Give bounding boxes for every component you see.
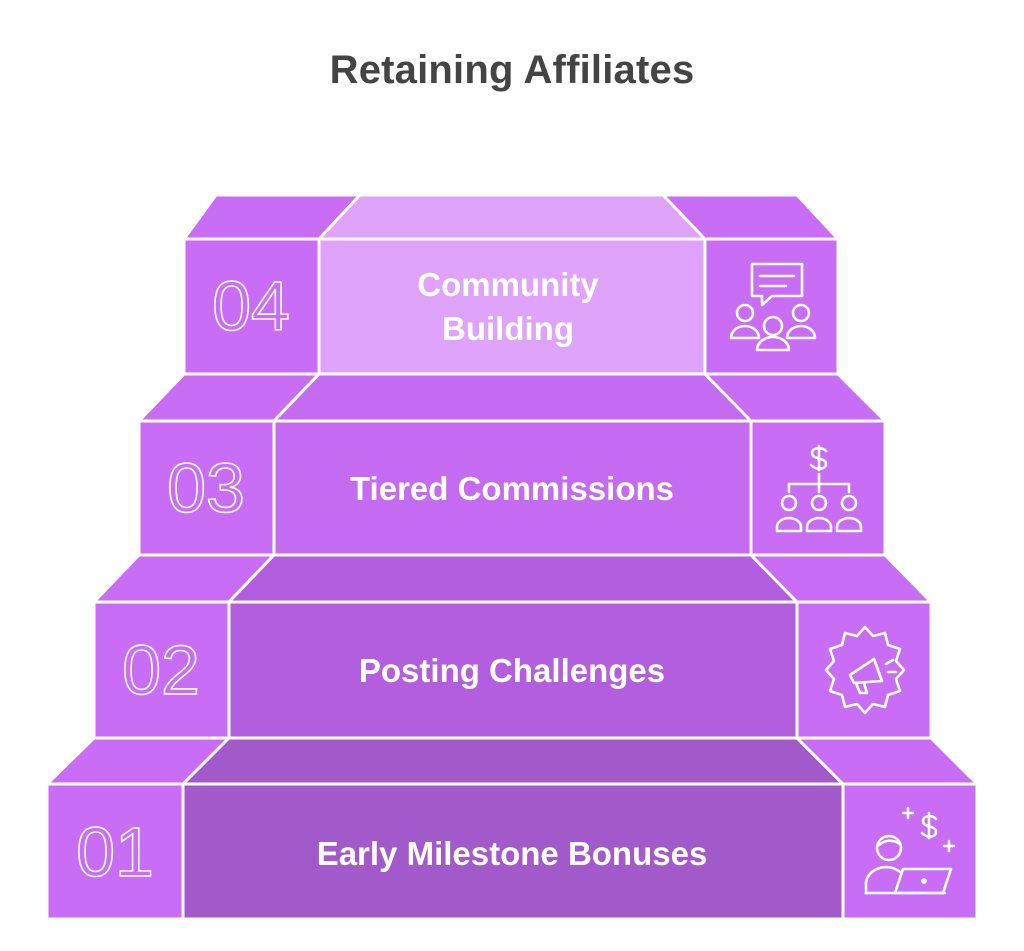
step-01-right-block [841, 782, 979, 921]
step-03-label: Tiered Commissions [350, 470, 674, 507]
step-02-number: 02 [122, 631, 200, 709]
step-01-left-block [45, 782, 185, 921]
step-02 [92, 553, 933, 740]
step-04-center-block [317, 237, 707, 376]
step-03 [137, 372, 887, 557]
commission-hierarchy-icon [775, 444, 863, 533]
step-04-label-line-2: Building [442, 310, 574, 347]
step-01-center-block [181, 782, 845, 921]
step-02-left-block [92, 600, 231, 740]
step-01-label: Early Milestone Bonuses [317, 835, 708, 872]
step-04-number: 04 [212, 267, 290, 345]
step-02-center-block [227, 600, 799, 740]
step-04-right-block [703, 237, 840, 376]
affiliate-laptop-icon [864, 806, 956, 895]
step-02-right-block [795, 600, 933, 740]
step-03-number: 03 [167, 449, 245, 527]
megaphone-gear-icon [824, 625, 906, 715]
step-04-top-center [317, 193, 707, 241]
community-chat-icon [729, 262, 817, 352]
step-04-left-block [182, 237, 321, 376]
step-01-number: 01 [76, 813, 154, 891]
page-title: Retaining Affiliates [329, 48, 695, 92]
step-03-top-center [272, 372, 753, 423]
step-04 [182, 193, 840, 376]
step-04-label-line-1: Community [417, 266, 599, 303]
step-02-top-center [227, 553, 799, 604]
step-02-label: Posting Challenges [359, 652, 665, 689]
step-01-top-center [181, 736, 845, 786]
step-01 [45, 736, 979, 921]
